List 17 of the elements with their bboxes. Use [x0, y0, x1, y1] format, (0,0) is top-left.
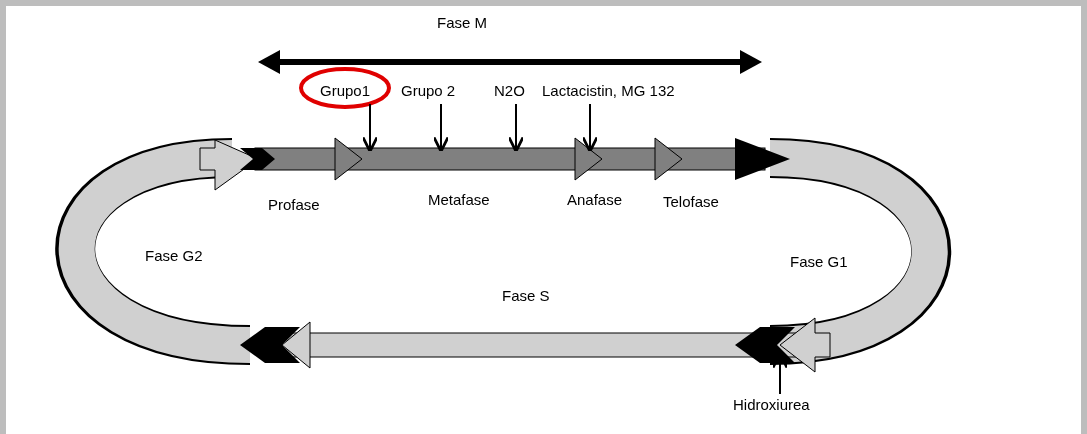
inhibitor-label: Grupo1: [320, 82, 371, 100]
arrow: [507, 103, 525, 153]
inhibitor-label: Lactacistin, MG 132: [542, 82, 675, 100]
arrow: [581, 103, 599, 153]
phase-label: Fase M: [437, 14, 487, 32]
phase-label: Anafase: [567, 191, 623, 209]
inhibitor-label: Grupo 2: [401, 82, 456, 100]
inhibitor-label: N2O: [494, 82, 525, 100]
arrow: [361, 103, 379, 153]
phase-label: Fase G2: [145, 247, 203, 265]
phase-label: Fase S: [502, 287, 550, 305]
arrow: [432, 103, 450, 153]
inhibitor-label: Hidroxiurea: [733, 396, 810, 414]
phase-label: Metafase: [428, 191, 490, 209]
phase-label: Telofase: [663, 193, 719, 211]
phase-label: Profase: [268, 196, 320, 214]
phase-label: Fase G1: [790, 253, 848, 271]
